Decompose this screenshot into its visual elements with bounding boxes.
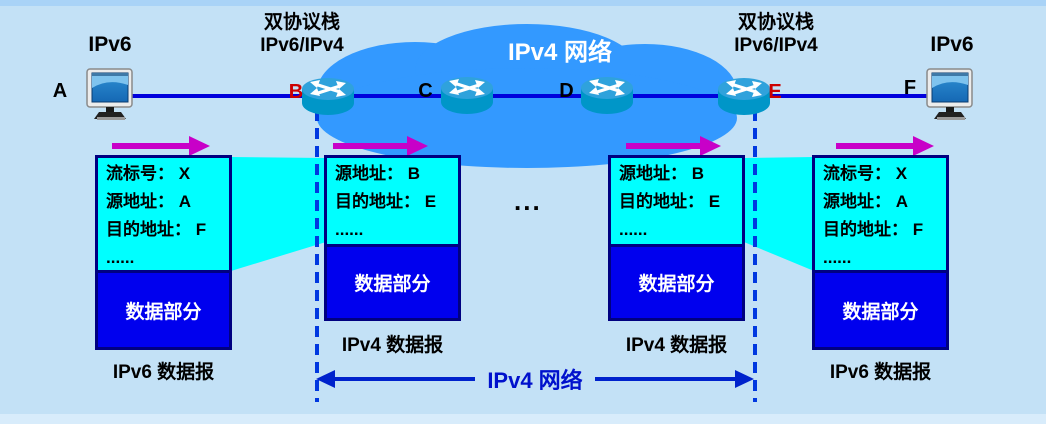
encapsulation-funnel-left bbox=[231, 157, 326, 271]
ipv4-header-left: 源地址： B 目的地址： E ...... bbox=[327, 158, 458, 244]
tunnel-boundary-right bbox=[753, 110, 757, 402]
ipv6-datagram-box-right: 流标号： X 源地址： A 目的地址： F ...... 数据部分 bbox=[812, 155, 949, 350]
ipv6-header-right: 流标号： X 源地址： A 目的地址： F ...... bbox=[815, 158, 946, 270]
host-computer-a-icon bbox=[86, 68, 134, 122]
datagram-field: 目的地址： F bbox=[823, 220, 924, 239]
datagram-field: 源地址： A bbox=[106, 192, 191, 211]
network-link-line bbox=[128, 94, 932, 98]
datagram-caption: IPv4 数据报 bbox=[625, 335, 728, 356]
ipv4-span-label: IPv4 网络 bbox=[487, 368, 583, 393]
dual-stack-right-line1: 双协议栈 bbox=[737, 12, 814, 33]
host-f-label: F bbox=[903, 77, 917, 99]
dual-stack-label-right: 双协议栈 IPv6/IPv4 bbox=[713, 11, 839, 57]
datagram-field: 目的地址： E bbox=[619, 192, 721, 211]
router-d-icon bbox=[579, 75, 635, 115]
datagram-field: 目的地址： E bbox=[335, 192, 437, 211]
cloud-label: IPv4 网络 bbox=[507, 39, 613, 66]
ipv4-network-span-arrow: IPv4 网络 bbox=[316, 368, 754, 393]
arrow-line bbox=[335, 377, 476, 381]
ipv4-datagram-box-right: 源地址： B 目的地址： E ...... 数据部分 bbox=[608, 155, 745, 321]
ipv4-header-right: 源地址： B 目的地址： E ...... bbox=[611, 158, 742, 244]
ipv4-datagram-box-left: 源地址： B 目的地址： E ...... 数据部分 bbox=[324, 155, 461, 321]
dual-stack-left-line1: 双协议栈 bbox=[263, 12, 340, 33]
data-part: 数据部分 bbox=[815, 270, 946, 347]
ipv6-header-left: 流标号： X 源地址： A 目的地址： F ...... bbox=[98, 158, 229, 270]
router-c-label: C bbox=[418, 80, 433, 102]
arrow-right-head bbox=[735, 370, 754, 388]
dual-stack-right-line2: IPv6/IPv4 bbox=[734, 35, 818, 56]
host-f-protocol-label: IPv6 bbox=[930, 33, 974, 56]
data-part: 数据部分 bbox=[327, 244, 458, 318]
datagram-field: ...... bbox=[823, 248, 852, 267]
host-a-protocol-label: IPv6 bbox=[88, 33, 132, 56]
router-d-label: D bbox=[559, 80, 574, 102]
data-part: 数据部分 bbox=[611, 244, 742, 318]
router-b-label: B bbox=[288, 81, 304, 103]
dual-stack-left-line2: IPv6/IPv4 bbox=[260, 35, 344, 56]
bottom-border-strip bbox=[0, 414, 1046, 424]
datagram-caption: IPv6 数据报 bbox=[112, 362, 215, 383]
top-border-strip bbox=[0, 0, 1046, 6]
gap-ellipsis: ... bbox=[514, 186, 542, 216]
arrow-left-head bbox=[316, 370, 335, 388]
host-computer-f-icon bbox=[926, 68, 974, 122]
datagram-caption: IPv4 数据报 bbox=[341, 335, 444, 356]
datagram-field: 源地址： A bbox=[823, 192, 908, 211]
router-c-icon bbox=[439, 75, 495, 115]
flow-arrow-2 bbox=[333, 136, 428, 156]
datagram-caption: IPv6 数据报 bbox=[829, 362, 932, 383]
arrow-line bbox=[594, 377, 735, 381]
flow-arrow-1 bbox=[112, 136, 210, 156]
datagram-field: 源地址： B bbox=[619, 164, 704, 183]
flow-arrow-3 bbox=[626, 136, 721, 156]
datagram-field: ...... bbox=[106, 248, 135, 267]
router-e-label: E bbox=[768, 81, 782, 103]
tunnel-boundary-left bbox=[315, 110, 319, 402]
host-a-label: A bbox=[52, 80, 68, 102]
ipv6-datagram-box-left: 流标号： X 源地址： A 目的地址： F ...... 数据部分 bbox=[95, 155, 232, 350]
datagram-field: ...... bbox=[335, 220, 364, 239]
datagram-field: 流标号： X bbox=[823, 164, 908, 183]
datagram-field: 目的地址： F bbox=[106, 220, 207, 239]
dual-stack-label-left: 双协议栈 IPv6/IPv4 bbox=[239, 11, 365, 57]
flow-arrow-4 bbox=[836, 136, 934, 156]
datagram-field: 源地址： B bbox=[335, 164, 420, 183]
datagram-field: 流标号： X bbox=[106, 164, 191, 183]
data-part: 数据部分 bbox=[98, 270, 229, 347]
datagram-field: ...... bbox=[619, 220, 648, 239]
